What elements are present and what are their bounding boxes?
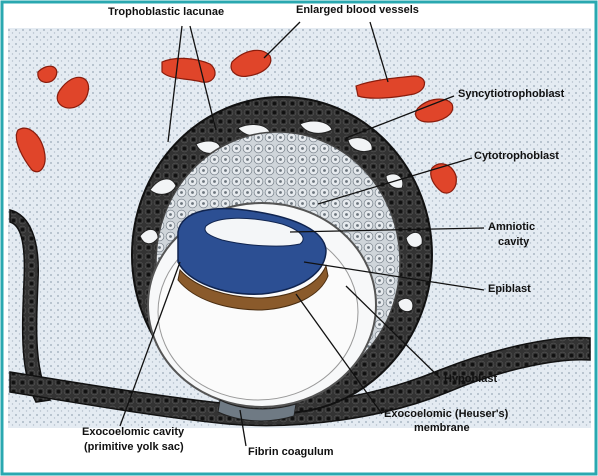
label-exocoelomic-cavity-line1: Exocoelomic cavity — [82, 426, 184, 439]
label-amniotic-cavity-line2: cavity — [498, 236, 529, 249]
label-cytotrophoblast: Cytotrophoblast — [474, 150, 559, 163]
label-exocoelomic-membrane-line1: Exocoelomic (Heuser's) — [384, 408, 508, 421]
label-fibrin-coagulum: Fibrin coagulum — [248, 446, 334, 459]
label-enlarged-blood-vessels: Enlarged blood vessels — [296, 4, 419, 17]
label-exocoelomic-cavity-line2: (primitive yolk sac) — [84, 441, 184, 454]
label-syncytiotrophoblast: Syncytiotrophoblast — [458, 88, 564, 101]
label-amniotic-cavity-line1: Amniotic — [488, 221, 535, 234]
label-exocoelomic-membrane-line2: membrane — [414, 422, 470, 435]
label-epiblast: Epiblast — [488, 283, 531, 296]
label-hypoblast: Hypoblast — [444, 373, 497, 386]
label-trophoblastic-lacunae: Trophoblastic lacunae — [108, 6, 224, 19]
